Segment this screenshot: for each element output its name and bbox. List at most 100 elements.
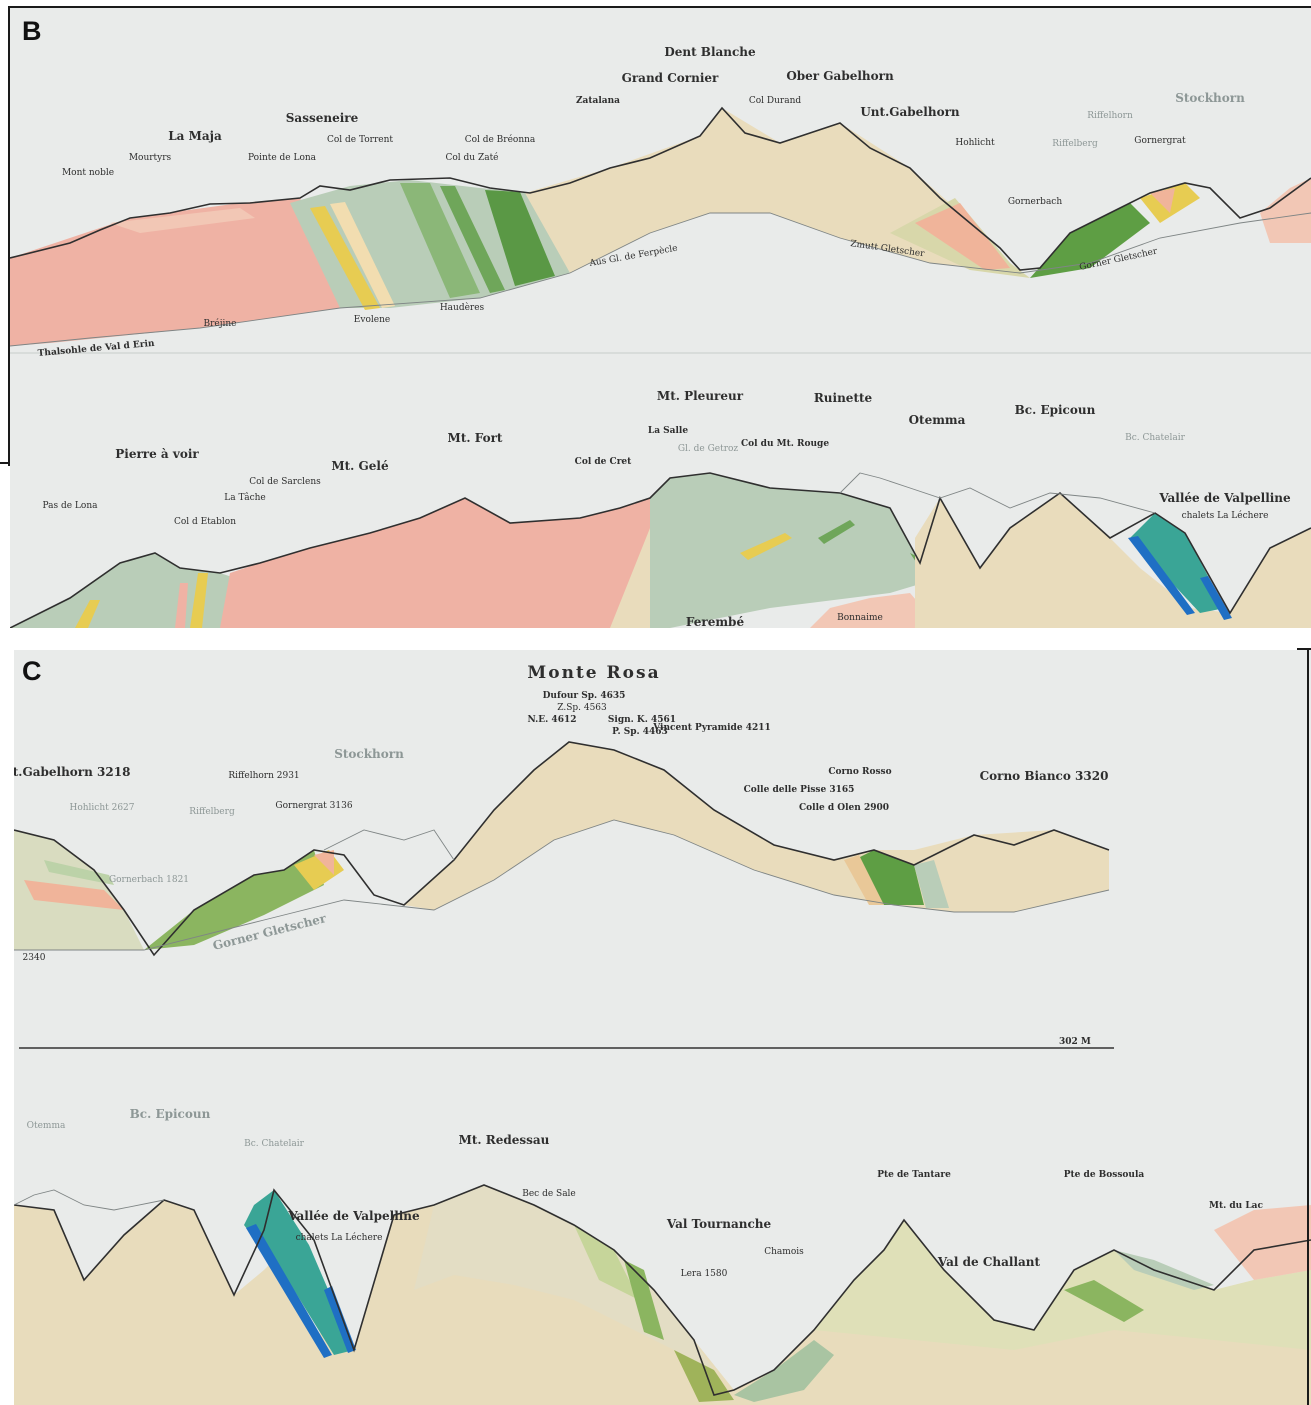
label-col-de-cret: Col de Cret: [575, 457, 633, 467]
ridge-line-c-top: [14, 741, 1110, 957]
granite-mass-bottom: [260, 498, 650, 628]
label-col-du-zate: Col du Zaté: [445, 152, 498, 163]
label-bc-epicoun: Bc. Epicoun: [1015, 403, 1096, 417]
pink-band-c: [24, 880, 124, 910]
lens-2: [818, 520, 855, 544]
granite-mass-top: [10, 198, 340, 346]
schist-mass-bottom: [650, 473, 940, 628]
label-stockhorn-c: Stockhorn: [334, 747, 404, 761]
label-bonnaime: Bonnaime: [837, 613, 883, 623]
label-pas-de-lona: Pas de Lona: [42, 501, 98, 511]
label-bc-epicoun-c: Bc. Epicoun: [130, 1107, 211, 1121]
frame-c: [1307, 648, 1309, 1405]
panel-c-section: 302 M Monte Rosa Dufour Sp. 4635 Z.Sp. 4…: [14, 663, 1311, 1405]
label-colle-pisse: Colle delle Pisse 3165: [744, 785, 855, 795]
base-line-c-top: [14, 819, 1110, 951]
label-riffelhorn: Riffelhorn: [1087, 111, 1133, 121]
valley-line-top: [10, 212, 1311, 347]
schist-stripe-challant: [1114, 1250, 1214, 1290]
label-grand-cornier: Grand Cornier: [622, 71, 719, 85]
challant-zone: [814, 1220, 1311, 1350]
pink-wedge-c: [314, 850, 334, 875]
label-sasseneire: Sasseneire: [286, 111, 359, 125]
panel-label-b: B: [22, 16, 42, 46]
label-zatalana: Zatalana: [576, 96, 620, 106]
label-brejine: Bréjine: [203, 318, 236, 329]
label-gornergrat: Gornergrat: [1134, 136, 1186, 146]
label-gornerbach-c: Gornerbach 1821: [109, 875, 189, 885]
label-val-tournanche: Val Tournanche: [666, 1217, 772, 1231]
valtournanche-zone: [414, 1185, 714, 1370]
label-mt-gele: Mt. Gelé: [331, 459, 389, 473]
label-mt-fort: Mt. Fort: [448, 431, 503, 445]
ophiolite-band-1: [440, 186, 505, 293]
label-hauderes: Haudères: [440, 302, 485, 313]
frame-b-bottom: [0, 462, 10, 464]
label-col-de-breonna: Col de Bréonna: [465, 134, 536, 145]
label-gornerbach: Gornerbach: [1008, 197, 1063, 207]
label-riffelhorn-c: Riffelhorn 2931: [228, 771, 299, 781]
green-gorner-top: [1030, 203, 1150, 278]
pink-right-top: [1260, 178, 1311, 243]
ridge-line-bottom: [10, 472, 1311, 628]
panel-b-section: Dent Blanche Grand Cornier Ober Gabelhor…: [10, 45, 1311, 628]
orange-band-top: [915, 203, 1010, 270]
label-corno-bianco: Corno Bianco 3320: [980, 769, 1109, 783]
label-pointe-de-lona: Pointe de Lona: [248, 153, 317, 163]
label-pte-bossoula: Pte de Bossoula: [1064, 1170, 1145, 1180]
label-lera: Lera 1580: [681, 1269, 728, 1279]
label-mt-du-lac: Mt. du Lac: [1209, 1201, 1264, 1211]
green-olen-c: [854, 850, 924, 905]
label-p-sp: P. Sp. 4463: [612, 727, 668, 737]
label-pte-tantare: Pte de Tantare: [877, 1170, 951, 1180]
panel-c: 302 M Monte Rosa Dufour Sp. 4635 Z.Sp. 4…: [14, 650, 1311, 1405]
label-gornergrat-c: Gornergrat 3136: [275, 801, 352, 811]
label-pierre-a-voir: Pierre à voir: [115, 447, 199, 461]
label-chalets-lalechere-c: chalets La Léchere: [296, 1232, 383, 1243]
label-col-mt-rouge: Col du Mt. Rouge: [741, 439, 829, 449]
label-la-salle: La Salle: [648, 426, 688, 436]
label-mt-pleureur: Mt. Pleureur: [657, 389, 744, 403]
label-col-de-sarclens: Col de Sarclens: [249, 477, 321, 487]
label-otemma: Otemma: [909, 413, 966, 427]
blue-band-c-1: [246, 1224, 332, 1358]
green-stripe-c: [574, 1225, 639, 1300]
panel-b: Dent Blanche Grand Cornier Ober Gabelhor…: [10, 8, 1311, 628]
lens-1: [740, 533, 792, 560]
pink-base-bottom: [810, 593, 940, 628]
yellow-band-bottom-2: [190, 573, 208, 628]
label-z-sp: Z.Sp. 4563: [557, 703, 607, 713]
pink-band-bottom-1: [175, 583, 188, 628]
label-monte-rosa: Monte Rosa: [527, 663, 660, 683]
label-hohlicht-c: Hohlicht 2627: [69, 803, 134, 813]
label-mont-noble: Mont noble: [62, 168, 114, 178]
label-vincent-pyramide: Vincent Pyramide 4211: [652, 723, 771, 733]
olive-base-c: [674, 1350, 734, 1402]
label-bc-chatelair: Bc. Chatelair: [1125, 433, 1185, 443]
pink-right-c: [1214, 1205, 1311, 1280]
label-vallee-valpelline: Vallée de Valpelline: [1158, 491, 1291, 505]
label-sign-k: Sign. K. 4561: [608, 715, 676, 725]
label-dufour-sp: Dufour Sp. 4635: [543, 691, 626, 701]
label-ferembe: Ferembé: [686, 615, 745, 628]
label-otemma-c: Otemma: [27, 1121, 66, 1131]
label-mourtyrs: Mourtyrs: [129, 153, 172, 163]
beige-band-top: [330, 202, 395, 308]
label-col-de-torrent: Col de Torrent: [327, 135, 393, 145]
label-col-detablon: Col d Etablon: [174, 517, 236, 527]
blue-band-bottom-2: [1200, 576, 1232, 620]
green-stripe-c-2: [624, 1260, 664, 1340]
teal-wedge-c: [244, 1190, 354, 1355]
label-vallee-valpelline-c: Vallée de Valpelline: [287, 1209, 420, 1223]
teal-wedge-bottom: [1130, 513, 1225, 613]
label-val-de-challant: Val de Challant: [937, 1255, 1041, 1269]
label-chamois: Chamois: [764, 1247, 804, 1257]
label-la-maja: La Maja: [168, 129, 222, 143]
ophiolite-band-2: [485, 190, 555, 286]
schist-stripes-top: [400, 183, 480, 298]
ridge-line-top: [10, 106, 1311, 271]
label-riffelberg-c: Riffelberg: [189, 807, 235, 817]
yellow-band-top: [310, 206, 380, 310]
label-dent-blanche: Dent Blanche: [664, 45, 756, 59]
ridge-ghost-bottom: [839, 472, 1156, 514]
